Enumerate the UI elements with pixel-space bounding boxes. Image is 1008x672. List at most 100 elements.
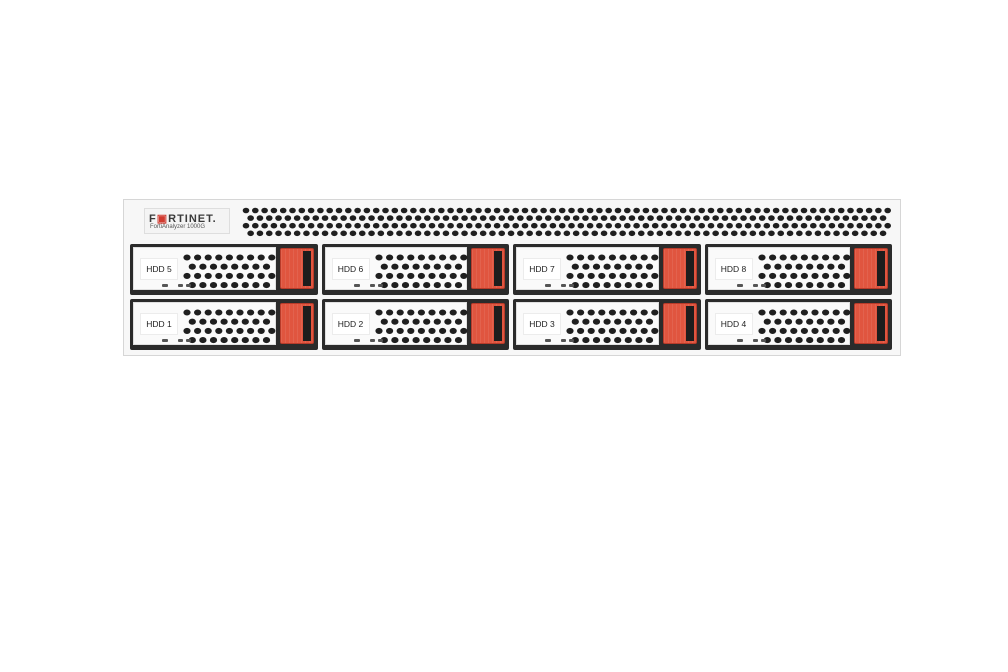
vent-hole	[412, 263, 420, 270]
vent-hole	[209, 282, 218, 289]
vent-hole	[810, 327, 819, 334]
vent-hole	[368, 230, 375, 237]
vent-hole	[433, 215, 440, 221]
drive-label: HDD 6	[331, 258, 370, 280]
drive-bay[interactable]: HDD 4	[704, 299, 892, 350]
vent-hole	[549, 207, 557, 214]
drive-release-latch[interactable]	[279, 303, 314, 344]
drive-bay[interactable]: HDD 1	[130, 299, 318, 350]
vent-hole	[268, 309, 276, 316]
activity-led	[369, 284, 375, 287]
vent-hole	[633, 222, 640, 229]
vent-hole	[449, 309, 457, 316]
vent-hole	[614, 318, 622, 325]
vent-hole	[603, 337, 611, 344]
vent-hole	[837, 207, 845, 214]
drive-bay[interactable]: HDD 7	[513, 244, 701, 295]
latch-lip	[302, 251, 311, 286]
drive-release-latch[interactable]	[854, 303, 888, 344]
vent-hole	[856, 222, 864, 229]
vent-hole	[535, 230, 543, 237]
vent-hole	[507, 215, 515, 221]
vent-hole	[800, 327, 808, 334]
drive-release-latch[interactable]	[662, 303, 697, 344]
vent-hole	[540, 207, 547, 214]
vent-hole	[345, 207, 352, 214]
vent-hole	[744, 207, 752, 214]
vent-hole	[303, 215, 310, 221]
vent-hole	[484, 207, 492, 214]
drive-bay[interactable]: HDD 2	[321, 299, 509, 350]
vent-hole	[777, 230, 785, 237]
vent-hole	[784, 282, 792, 289]
vent-hole	[582, 318, 590, 325]
vent-hole	[396, 254, 404, 261]
vent-hole	[689, 222, 696, 229]
vent-hole	[805, 337, 813, 344]
vent-hole	[582, 215, 589, 221]
vent-hole	[451, 215, 459, 221]
drive-bay[interactable]: HDD 8	[704, 244, 892, 295]
drive-release-latch[interactable]	[279, 248, 314, 289]
drive-release-latch[interactable]	[662, 248, 697, 289]
vent-hole	[386, 215, 394, 221]
vent-hole	[633, 207, 640, 214]
vent-hole	[645, 337, 654, 344]
vent-hole	[568, 207, 575, 214]
vent-hole	[614, 282, 622, 289]
vent-hole	[433, 282, 441, 289]
vent-hole	[438, 309, 446, 316]
vent-hole	[183, 327, 191, 334]
activity-led	[569, 339, 574, 342]
vent-hole	[422, 318, 430, 325]
vent-hole	[289, 222, 296, 229]
vent-hole	[861, 215, 868, 221]
vent-hole	[640, 272, 648, 279]
vent-hole	[284, 230, 292, 237]
vent-hole	[247, 272, 255, 279]
vent-hole	[449, 327, 457, 334]
drive-label: HDD 1	[140, 313, 178, 335]
vent-hole	[735, 222, 743, 229]
drive-bays: HDD 5 HDD 6 HDD 7	[130, 244, 892, 350]
vent-hole	[592, 282, 601, 289]
latch-lip	[494, 306, 502, 341]
vent-hole	[517, 230, 524, 237]
drive-bay[interactable]: HDD 5	[130, 244, 318, 295]
drive-release-latch[interactable]	[471, 248, 505, 289]
vent-hole	[326, 207, 333, 214]
vent-hole	[390, 318, 398, 325]
drive-release-latch[interactable]	[854, 248, 888, 289]
vent-hole	[438, 207, 445, 214]
vent-hole	[884, 207, 891, 214]
vent-hole	[865, 207, 873, 214]
vent-hole	[726, 222, 733, 229]
vent-hole	[406, 272, 414, 279]
vent-hole	[363, 207, 371, 214]
vent-hole	[454, 318, 462, 325]
brand-mark-icon: ▣	[156, 213, 169, 225]
drive-bay[interactable]: HDD 6	[321, 244, 509, 295]
vent-hole	[417, 272, 425, 279]
vent-hole	[449, 272, 457, 279]
vent-hole	[349, 230, 357, 237]
vent-hole	[577, 309, 585, 316]
vent-hole	[571, 318, 579, 325]
vent-hole	[412, 337, 420, 344]
vent-hole	[670, 222, 678, 229]
drive-label: HDD 7	[523, 258, 561, 280]
vent-hole	[707, 207, 715, 214]
vent-hole	[372, 207, 380, 214]
vent-hole	[851, 230, 859, 237]
vent-hole	[247, 215, 254, 221]
vent-hole	[303, 230, 310, 237]
vent-hole	[640, 254, 648, 261]
drive-bay[interactable]: HDD 3	[513, 299, 701, 350]
vent-hole	[624, 337, 632, 344]
vent-hole	[385, 327, 393, 334]
vent-hole	[773, 337, 781, 344]
drive-release-latch[interactable]	[471, 303, 505, 344]
vent-hole	[749, 215, 757, 221]
vent-hole	[619, 254, 627, 261]
vent-hole	[635, 337, 643, 344]
